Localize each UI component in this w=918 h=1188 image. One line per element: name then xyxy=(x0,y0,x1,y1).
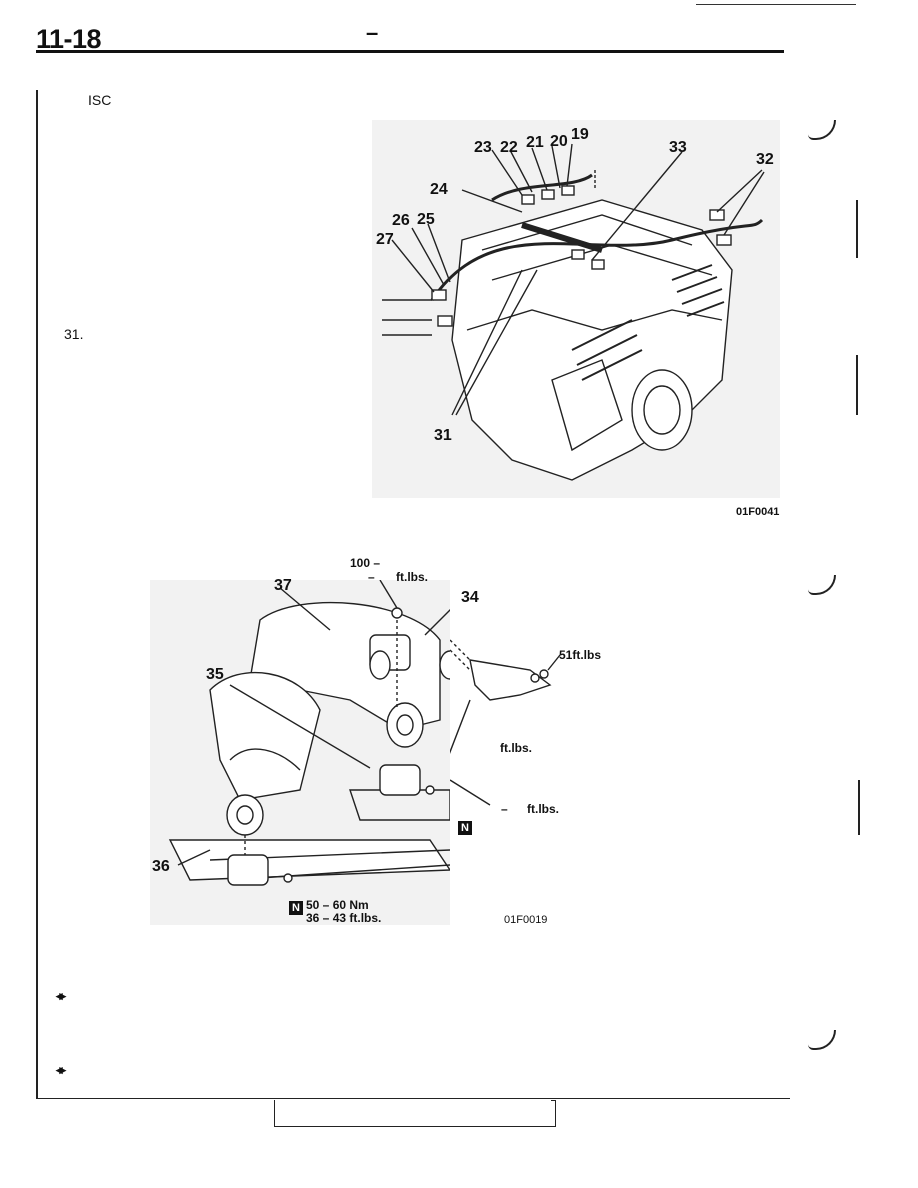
top-right-rule xyxy=(696,4,856,5)
binding-curl-2 xyxy=(808,575,836,595)
torque-spec-top-unit: ft.lbs. xyxy=(396,570,428,584)
nylock-nut-badge-2: N xyxy=(289,901,303,915)
engine-mount-drawing xyxy=(168,579,461,886)
left-margin-rule xyxy=(36,90,38,1098)
nylock-nut-badge-1: N xyxy=(458,821,472,835)
binding-curl-1 xyxy=(808,120,836,140)
page-number: 11-18 xyxy=(36,24,102,54)
header-dash: – xyxy=(366,20,379,45)
callout-31: 31 xyxy=(434,427,452,444)
callout-25: 25 xyxy=(417,211,435,228)
callout-36: 36 xyxy=(152,858,170,875)
figure-1-code: 01F0041 xyxy=(736,506,780,518)
callout-20: 20 xyxy=(550,133,568,150)
torque-spec-top-b: – xyxy=(368,570,375,584)
callout-33: 33 xyxy=(669,139,687,156)
engine-harness-figure xyxy=(372,120,780,498)
footer-box-tick xyxy=(551,1100,555,1104)
torque-spec-bottom-ftlbs: 36 – 43 ft.lbs. xyxy=(306,911,382,925)
side-mark-3 xyxy=(858,780,860,835)
engine-harness-drawing xyxy=(382,143,765,481)
callout-19: 19 xyxy=(571,126,589,143)
torque-spec-right-1: 51ft.lbs xyxy=(559,648,602,662)
footer-rule xyxy=(36,1098,790,1099)
bidirectional-arrow-icon: ◂▸ xyxy=(56,1062,66,1077)
callout-22: 22 xyxy=(500,139,518,156)
callout-23: 23 xyxy=(474,139,492,156)
callout-26: 26 xyxy=(392,212,410,229)
isc-label: ISC xyxy=(88,92,112,108)
torque-spec-right-2: ft.lbs. xyxy=(500,741,532,755)
callout-32: 32 xyxy=(756,151,774,168)
figure-2-code: 01F0019 xyxy=(504,914,548,926)
callout-21: 21 xyxy=(526,134,544,151)
side-mark-1 xyxy=(856,200,858,258)
callout-24: 24 xyxy=(430,181,448,198)
engine-mount-figure xyxy=(150,579,461,925)
bidirectional-arrow-icon: ◂▸ xyxy=(56,988,66,1003)
header-rule xyxy=(36,50,784,53)
torque-spec-right-3-dash: – xyxy=(501,802,508,816)
mount-bracket-drawing xyxy=(450,639,561,806)
callout-37: 37 xyxy=(274,577,292,594)
callout-34: 34 xyxy=(461,589,479,606)
callout-27: 27 xyxy=(376,231,394,248)
torque-spec-bottom-nm: 50 – 60 Nm xyxy=(306,898,369,912)
binding-curl-3 xyxy=(808,1030,836,1050)
callout-35: 35 xyxy=(206,666,224,683)
torque-spec-top-a: 100 – xyxy=(350,556,381,570)
torque-spec-right-3: ft.lbs. xyxy=(527,802,559,816)
side-mark-2 xyxy=(856,355,858,415)
footer-box xyxy=(274,1100,556,1127)
item-31-label: 31. xyxy=(64,326,84,342)
